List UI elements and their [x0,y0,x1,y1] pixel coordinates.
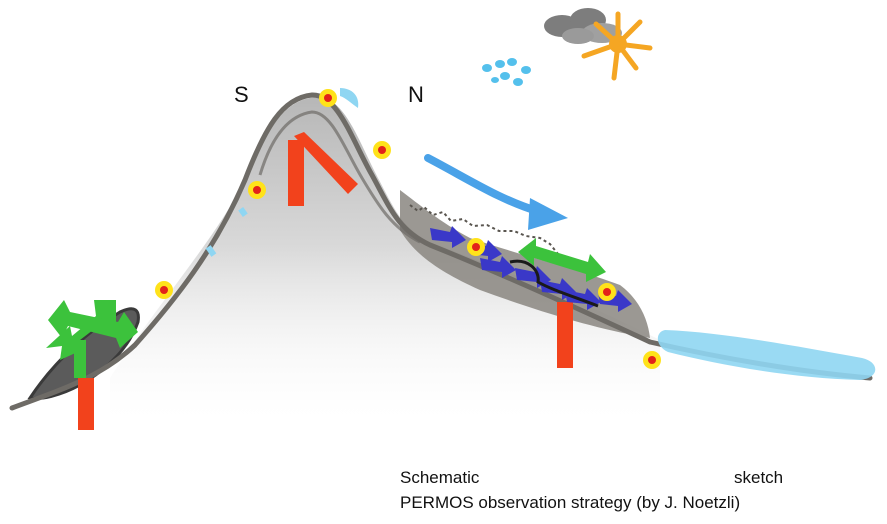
borehole-icon [78,378,94,430]
borehole-icon [557,302,573,368]
survey-point-icon [155,281,173,299]
sun-icon [581,11,653,81]
caption-line1-right: sketch [734,468,784,487]
terrain-profile-outline [9,92,873,411]
snow-patch-summit [340,88,359,108]
caption-line2: PERMOS observation strategy (by J. Noetz… [400,493,741,512]
survey-point-icon [319,89,337,107]
caption-line1-left: Schematic [400,468,480,487]
flow-path-dark [509,259,599,308]
borehole-icon [288,132,358,206]
survey-point-icon [598,283,616,301]
snowflakes-icon [482,58,531,86]
lake-patch [657,330,876,380]
survey-points [155,89,661,369]
snow-patch-slope-2 [205,245,217,257]
survey-point-icon [248,181,266,199]
terrain-inner-outline [258,110,421,244]
survey-point-icon [373,141,391,159]
survey-point-icon [643,351,661,369]
south-label: S [234,82,249,107]
displacement-arrow-icon [46,300,138,378]
north-label: N [408,82,424,107]
survey-point-icon [467,238,485,256]
snow-patch-slope-1 [238,207,248,217]
wind-arrow-icon [424,154,544,216]
displacement-arrow-icon [518,238,606,282]
rock-glacier-north-texture [409,204,559,255]
wind-arrow-head [528,198,568,230]
